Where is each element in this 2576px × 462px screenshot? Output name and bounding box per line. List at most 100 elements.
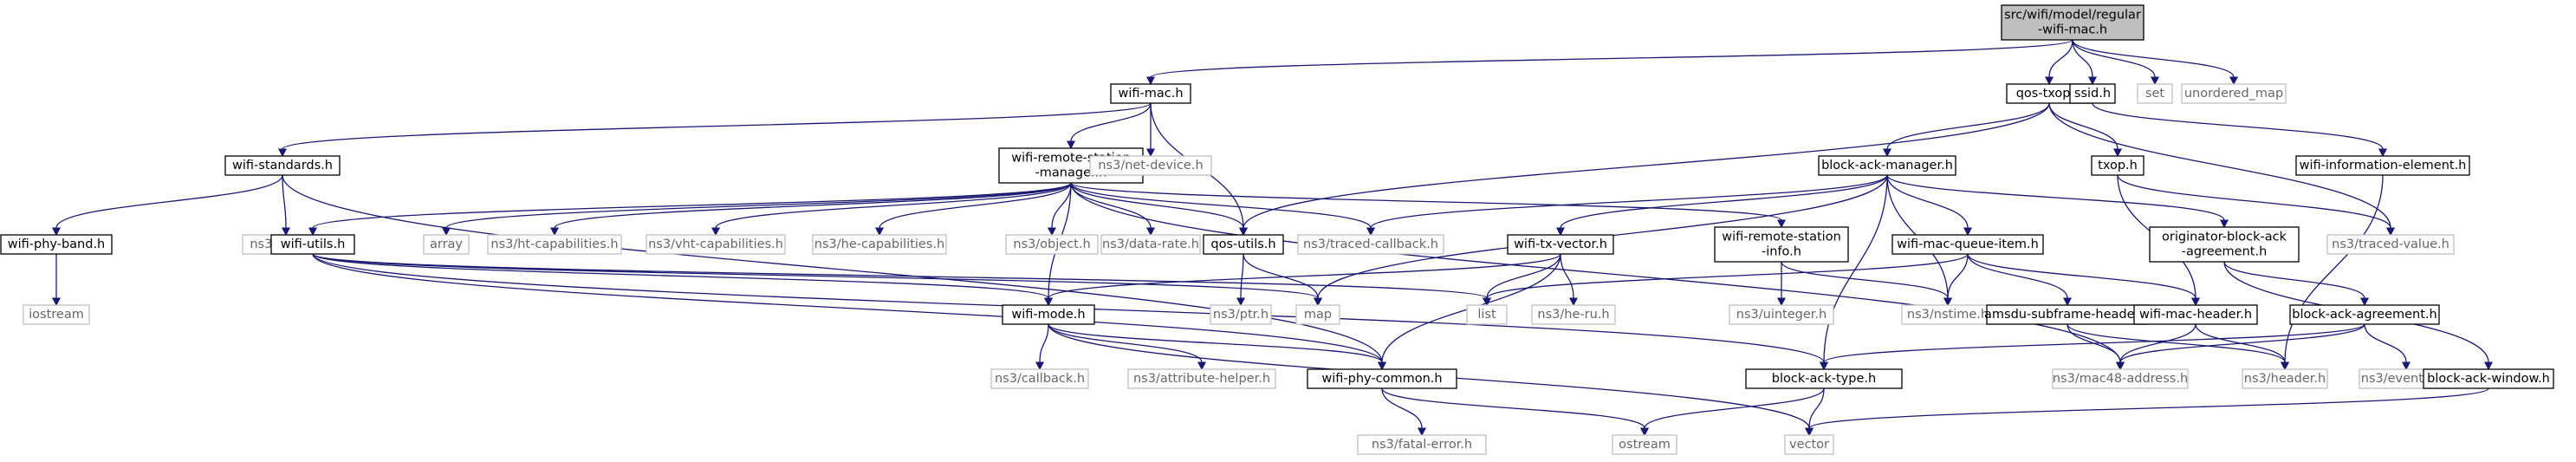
node-txop[interactable]: txop.h — [2091, 155, 2145, 176]
node-label: ns3/mac48-address.h — [2053, 372, 2188, 386]
node-box — [1745, 368, 1903, 389]
node-label: unordered_map — [2184, 87, 2283, 101]
node-wrsm[interactable]: wifi-remote-station-manager.h — [998, 147, 1144, 184]
node-wifi-mac[interactable]: wifi-mac.h — [1110, 83, 1191, 104]
node-label: wifi-phy-common.h — [1321, 372, 1442, 386]
node-wmh[interactable]: wifi-mac-header.h — [2133, 304, 2258, 325]
node-nstime: ns3/nstime.h — [1901, 304, 1995, 325]
node-layer: src/wifi/model/regular-wifi-mac.h wifi-ma… — [0, 4, 2554, 455]
dependency-edge-wrsm-to-he_cap — [874, 182, 1072, 237]
node-ostream: ostream — [1612, 434, 1677, 455]
node-box — [1100, 234, 1201, 255]
node-box — [2091, 155, 2145, 176]
dependency-edge-bam-to-oba — [1886, 174, 2229, 229]
dependency-edge-bam-to-wmqi — [1886, 174, 1973, 237]
node-box — [23, 304, 90, 325]
node-label: amsdu-subframe-header.h — [1984, 308, 2151, 322]
node-unordered-map: unordered_map — [2181, 83, 2287, 104]
node-label: ssid.h — [2074, 87, 2111, 101]
dependency-edge-baw-to-vector — [1804, 387, 2489, 437]
node-box — [2137, 83, 2173, 104]
node-label: txop.h — [2098, 159, 2138, 172]
dependency-edge-wifi_mode-to-attr_helper — [1048, 323, 1207, 371]
dependency-edge-qos_txop-to-bam — [1882, 102, 2050, 158]
node-label: ns3/traced-value.h — [2332, 238, 2449, 251]
dependency-edge-wrsm-to-array — [441, 182, 1072, 237]
node-label: ns3/object.h — [1013, 238, 1090, 251]
node-label: block-ack-type.h — [1772, 372, 1876, 386]
node-vector: vector — [1784, 434, 1834, 455]
dependency-edge-wmqi-to-nstime — [1943, 253, 1969, 307]
node-label: qos-utils.h — [1210, 238, 1275, 251]
node-box — [1005, 234, 1099, 255]
dependency-edge-wifi_mode-to-callback — [1035, 323, 1049, 371]
node-box — [812, 234, 947, 255]
node-he-cap: ns3/he-capabilities.h — [812, 234, 947, 255]
node-label: list — [1477, 308, 1496, 322]
node-baa[interactable]: block-ack-agreement.h — [2289, 304, 2440, 325]
dependency-edge-wmh-to-header — [2195, 323, 2290, 371]
node-wifi-mode[interactable]: wifi-mode.h — [1002, 304, 1095, 325]
node-bam[interactable]: block-ack-manager.h — [1818, 155, 1956, 176]
node-root: src/wifi/model/regular-wifi-mac.h — [2001, 4, 2145, 41]
dependency-edge-wmqi-to-list — [1482, 253, 1969, 307]
dependency-edge-wrsm-to-wifi_utils — [308, 182, 1072, 237]
node-label: ns3/net-device.h — [1098, 159, 1203, 172]
dependency-edge-wifi_mode-to-wpc — [1048, 323, 1387, 371]
node-wie[interactable]: wifi-information-element.h — [2295, 155, 2470, 176]
node-ssid[interactable]: ssid.h — [2069, 83, 2116, 104]
node-label: wifi-mac.h — [1118, 87, 1183, 101]
dependency-edge-wrsm-to-qos_utils — [1070, 182, 1249, 237]
node-bat[interactable]: block-ack-type.h — [1745, 368, 1903, 389]
node-label: block-ack-window.h — [2427, 372, 2550, 386]
node-label: ns3/ht-capabilities.h — [490, 238, 618, 251]
dependency-edge-bam-to-traced_cb — [1366, 174, 1888, 237]
node-label: originator-block-ack — [2162, 231, 2287, 244]
dependency-edge-wrsm-to-mac48 — [1070, 182, 2125, 371]
node-label: wifi-remote-station — [1722, 231, 1841, 244]
node-label: block-ack-agreement.h — [2292, 308, 2437, 322]
node-uinteger: ns3/uinteger.h — [1729, 304, 1834, 325]
dependency-edge-bat-to-vector — [1804, 387, 1825, 437]
dependency-edge-wifi_standards-to-wifi_phy_band — [51, 174, 283, 237]
node-data-rate: ns3/data-rate.h — [1100, 234, 1201, 255]
node-list: list — [1466, 304, 1508, 325]
node-header: ns3/header.h — [2242, 368, 2328, 389]
dependency-edge-wifi_mac-to-wrsm — [1066, 102, 1152, 150]
node-box — [1089, 155, 1212, 176]
dependency-edge-wmqi-to-amsdu — [1967, 253, 2073, 307]
node-label: block-ack-manager.h — [1821, 159, 1953, 172]
node-wmqi[interactable]: wifi-mac-queue-item.h — [1891, 234, 2044, 255]
node-wifi-utils[interactable]: wifi-utils.h — [270, 234, 355, 255]
node-wpc[interactable]: wifi-phy-common.h — [1307, 368, 1457, 389]
node-wtv[interactable]: wifi-tx-vector.h — [1507, 234, 1614, 255]
dependency-edge-wmh-to-mac48 — [2115, 323, 2196, 371]
dependency-edge-wtv-to-he_ru — [1560, 253, 1579, 307]
dependency-edge-txop-to-traced_value — [2117, 174, 2396, 237]
node-ptr: ns3/ptr.h — [1210, 304, 1272, 325]
node-box — [2289, 304, 2440, 325]
node-traced-value: ns3/traced-value.h — [2326, 234, 2455, 255]
node-wrsi[interactable]: wifi-remote-station-info.h — [1714, 226, 1849, 263]
node-box — [1110, 83, 1191, 104]
node-wifi-phy-band[interactable]: wifi-phy-band.h — [0, 234, 113, 255]
node-label: ns3/traced-callback.h — [1303, 238, 1438, 251]
node-oba[interactable]: originator-block-ack-agreement.h — [2149, 226, 2300, 263]
dependency-edge-ssid-to-wie — [2092, 102, 2388, 158]
node-wifi-standards[interactable]: wifi-standards.h — [224, 155, 341, 176]
node-label: ns3/header.h — [2244, 372, 2326, 386]
node-label: wifi-phy-band.h — [8, 238, 106, 251]
dependency-edge-oba-to-baa — [2223, 261, 2370, 307]
dependency-edge-wpc-to-fatal_error — [1381, 387, 1427, 437]
node-label: ns3/he-ru.h — [1537, 308, 1609, 322]
dependency-edge-qos_txop-to-txop — [2048, 102, 2123, 158]
node-fatal-error: ns3/fatal-error.h — [1357, 434, 1487, 455]
node-box — [1818, 155, 1956, 176]
node-label: -manager.h — [1035, 166, 1107, 180]
node-qos-utils[interactable]: qos-utils.h — [1203, 234, 1284, 255]
node-callback: ns3/callback.h — [990, 368, 1089, 389]
node-box — [2181, 83, 2287, 104]
node-baw[interactable]: block-ack-window.h — [2423, 368, 2554, 389]
node-amsdu[interactable]: amsdu-subframe-header.h — [1984, 304, 2151, 325]
